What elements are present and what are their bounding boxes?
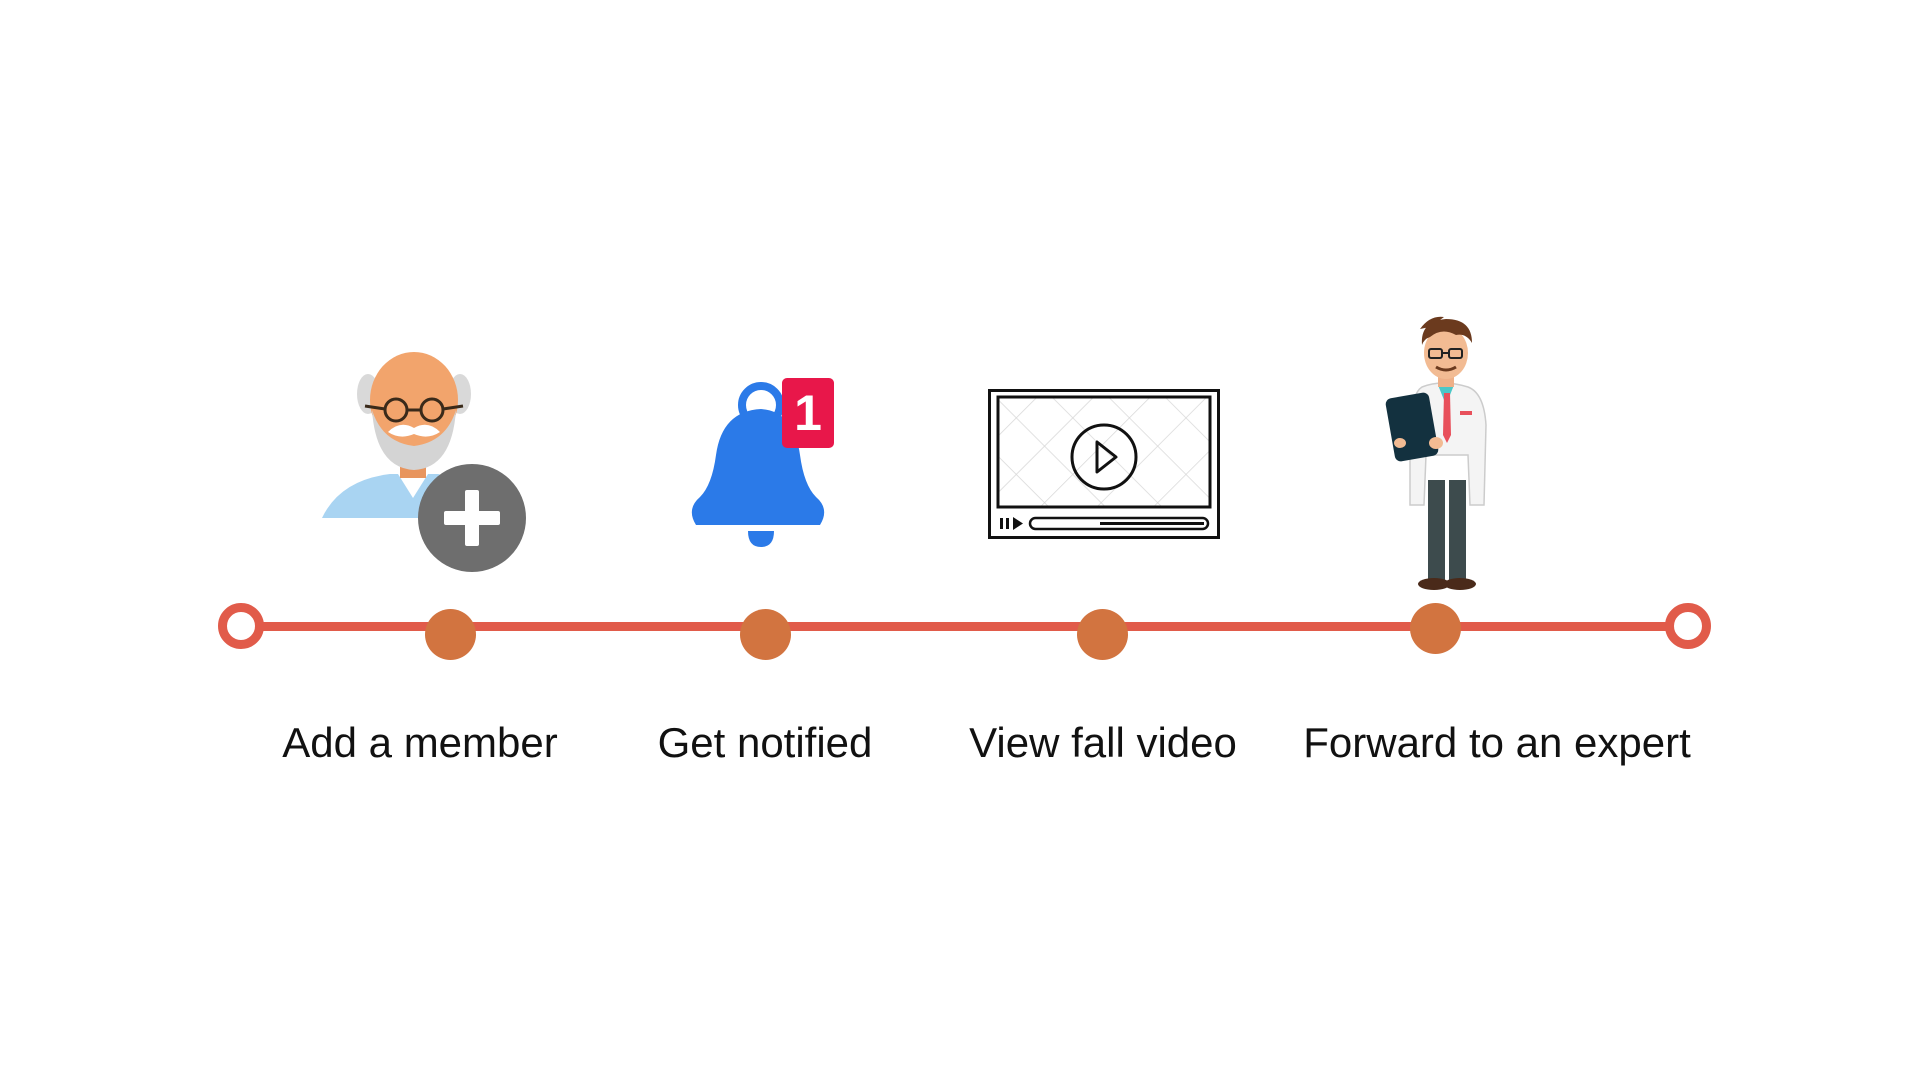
video-player-icon xyxy=(988,389,1220,539)
notification-bell-icon: 1 xyxy=(680,375,840,550)
step-label-forward-expert: Forward to an expert xyxy=(1303,719,1691,766)
step-node-get-notified xyxy=(740,609,791,660)
step-label-add-member: Add a member xyxy=(282,719,558,766)
step-node-view-video xyxy=(1077,609,1128,660)
step-node-add-member xyxy=(425,609,476,660)
step-node-forward-expert xyxy=(1410,603,1461,654)
doctor-icon xyxy=(1380,315,1505,595)
timeline-start-node xyxy=(218,603,264,649)
step-label-get-notified: Get notified xyxy=(657,719,873,766)
notification-badge-count: 1 xyxy=(794,385,822,441)
elderly-person-add-icon xyxy=(320,350,530,575)
timeline-end-node xyxy=(1665,603,1711,649)
timeline-line xyxy=(241,622,1678,631)
notification-badge: 1 xyxy=(782,378,834,448)
step-label-view-video: View fall video xyxy=(969,719,1237,766)
